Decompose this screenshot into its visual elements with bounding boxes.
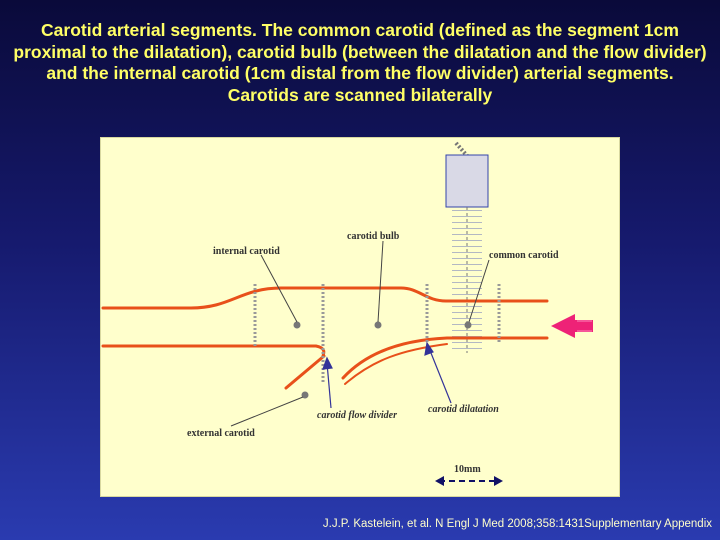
label-common-carotid: common carotid	[489, 250, 559, 261]
internal-carotid-dot	[293, 321, 301, 329]
slide-title: Carotid arterial segments. The common ca…	[13, 20, 707, 105]
common-carotid-dot	[464, 321, 472, 329]
vessel-lower-wall-internal	[101, 344, 326, 358]
carotid-bulb-dot	[374, 321, 382, 329]
ultrasound-probe	[445, 141, 489, 353]
external-carotid-lower-wall	[344, 343, 448, 385]
carotid-diagram-panel: internal carotid carotid bulb common car…	[100, 137, 620, 497]
label-scale: 10mm	[454, 464, 481, 475]
carotid-diagram: internal carotid carotid bulb common car…	[101, 141, 593, 486]
label-carotid-bulb: carotid bulb	[347, 231, 400, 242]
external-carotid-dot	[301, 391, 309, 399]
flow-direction-arrow	[551, 314, 593, 338]
citation: J.J.P. Kastelein, et al. N Engl J Med 20…	[322, 518, 712, 530]
external-carotid-upper-wall	[284, 354, 326, 390]
scale-bar	[435, 476, 503, 486]
label-carotid-dilatation: carotid dilatation	[428, 404, 499, 415]
vessel-lower-wall-bulb	[341, 336, 549, 380]
label-internal-carotid: internal carotid	[213, 246, 280, 257]
vessel-upper-wall	[101, 286, 549, 310]
label-external-carotid: external carotid	[187, 428, 255, 439]
label-carotid-flow-divider: carotid flow divider	[317, 410, 397, 421]
